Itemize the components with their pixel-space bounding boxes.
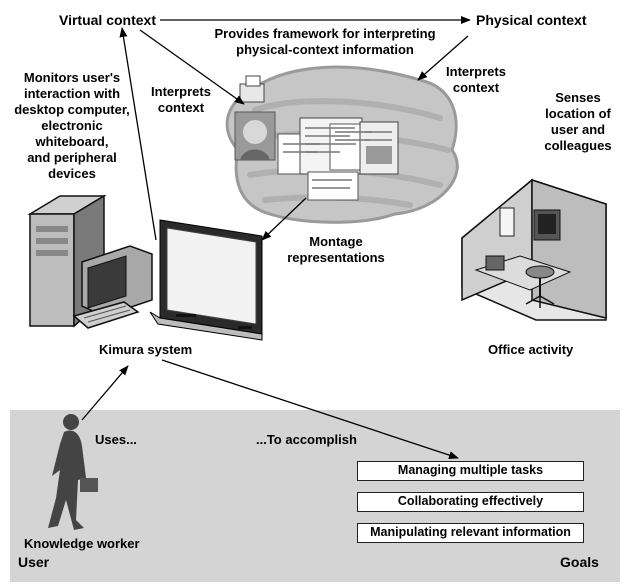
interprets-context-right: Interprets context [440, 64, 512, 96]
kimura-system-label: Kimura system [99, 342, 193, 357]
goal-box: Managing multiple tasks [357, 461, 584, 481]
framework-label: Provides framework for interpreting phys… [200, 26, 450, 58]
montage-line-2: representations [287, 250, 385, 265]
monitors-line: whiteboard, [35, 134, 109, 149]
to-accomplish-label: ...To accomplish [256, 432, 357, 447]
arrow-montage [261, 197, 307, 241]
goal-box: Manipulating relevant information [357, 523, 584, 543]
interprets-left-line-1: Interprets [151, 84, 211, 99]
monitors-line: electronic [41, 118, 103, 133]
desktop-computer [27, 194, 153, 329]
office-activity-label: Office activity [488, 342, 574, 357]
knowledge-worker-silhouette [48, 414, 98, 530]
arrow-monitors-to-virtual [119, 27, 157, 241]
arrow-uses [81, 365, 129, 421]
interprets-right-line-2: context [452, 80, 500, 95]
montage-line-1: Montage [309, 234, 363, 249]
monitors-line: and peripheral [27, 150, 117, 165]
user-label: User [18, 554, 50, 570]
monitors-line: devices [48, 166, 96, 181]
senses-line: Senses [555, 90, 601, 105]
montage-thumbnails [234, 75, 399, 201]
knowledge-worker-label: Knowledge worker [24, 536, 140, 551]
goals-label: Goals [560, 554, 599, 570]
arrow-interprets-left [139, 29, 245, 105]
physical-context-label: Physical context [476, 12, 587, 28]
electronic-whiteboard [149, 219, 263, 341]
monitors-label: Monitors user's interaction with desktop… [4, 70, 140, 182]
goal-box: Collaborating effectively [357, 492, 584, 512]
monitors-line: Monitors user's [23, 70, 121, 85]
arrow-accomplish [161, 359, 459, 459]
montage-label: Montage representations [272, 234, 400, 266]
office-cubicle [461, 178, 607, 321]
arrow-interprets-right [417, 35, 469, 81]
senses-label: Senses location of user and colleagues [530, 90, 626, 154]
interprets-context-left: Interprets context [145, 84, 217, 116]
interprets-left-line-2: context [157, 100, 205, 115]
senses-line: user and [550, 122, 606, 137]
virtual-context-label: Virtual context [59, 12, 156, 28]
interprets-right-line-1: Interprets [446, 64, 506, 79]
senses-line: colleagues [544, 138, 612, 153]
senses-line: location of [545, 106, 611, 121]
framework-line-1: Provides framework for interpreting [214, 26, 436, 41]
uses-label: Uses... [95, 432, 137, 447]
framework-line-2: physical-context information [236, 42, 414, 57]
monitors-line: desktop computer, [14, 102, 130, 117]
monitors-line: interaction with [23, 86, 121, 101]
